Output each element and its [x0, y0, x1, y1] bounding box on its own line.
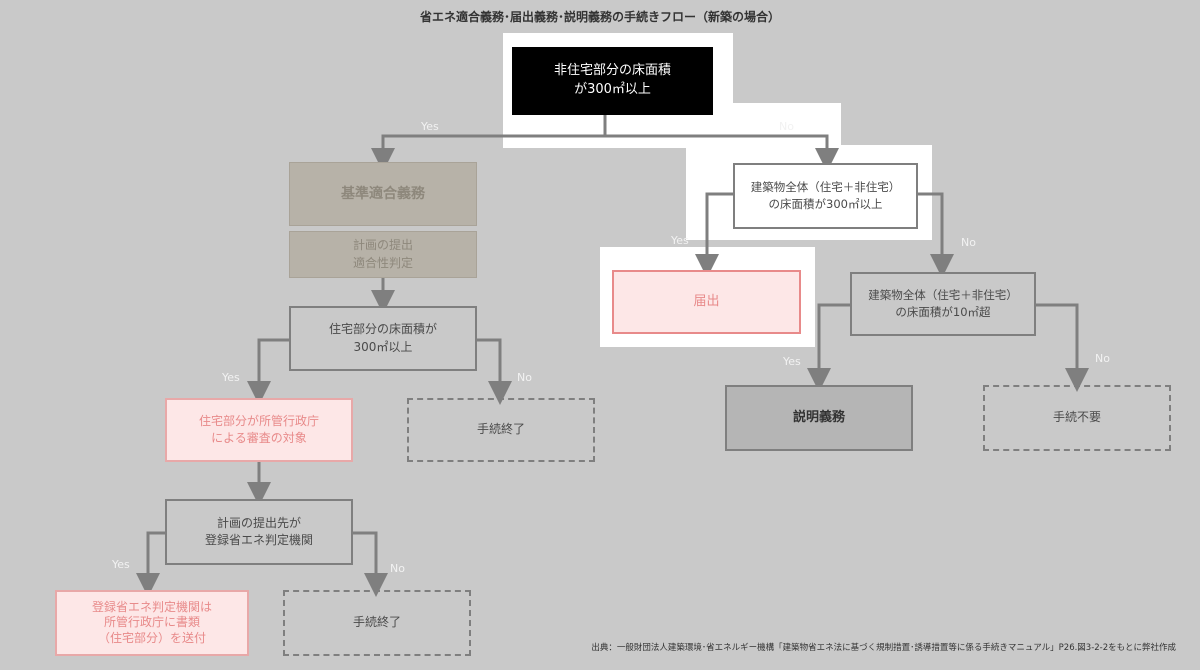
label-jutaku-no: No [517, 371, 532, 384]
node-end2: 手続終了 [283, 590, 471, 656]
highlight-panel-top-right [733, 103, 841, 148]
edge-start-no [605, 134, 839, 172]
node-kijun: 基準適合義務 [289, 162, 477, 226]
node-start: 非住宅部分の床面積 が300㎡以上 [512, 47, 713, 115]
node-soufu: 登録省エネ判定機関は 所管行政庁に書類 （住宅部分）を送付 [55, 590, 249, 656]
label-start-no: No [779, 120, 794, 133]
node-todokede: 届出 [612, 270, 801, 334]
label-teishutsu-no: No [390, 562, 405, 575]
edge-jutaku-yes [247, 338, 289, 405]
node-fuyou: 手続不要 [983, 385, 1171, 451]
label-zentai300-no: No [961, 236, 976, 249]
edge-zentai10-yes [807, 303, 850, 392]
node-setsumei: 説明義務 [725, 385, 913, 451]
edge-start-yes [371, 115, 607, 172]
node-shinsa: 住宅部分が所管行政庁 による審査の対象 [165, 398, 353, 462]
edge-jutaku-no [476, 338, 512, 405]
node-jutaku300: 住宅部分の床面積が 300㎡以上 [289, 306, 477, 371]
page-title: 省エネ適合義務･届出義務･説明義務の手続きフロー（新築の場合） [419, 10, 780, 24]
source-note: 出典：一般財団法人建築環境･省エネルギー機構「建築物省エネ法に基づく規制措置･誘… [591, 643, 1176, 653]
node-keikaku: 計画の提出 適合性判定 [289, 231, 477, 278]
node-teishutsusaki: 計画の提出先が 登録省エネ判定機関 [165, 499, 353, 565]
label-zentai10-yes: Yes [783, 355, 801, 368]
node-zentai300: 建築物全体（住宅＋非住宅） の床面積が300㎡以上 [733, 163, 918, 229]
node-zentai10: 建築物全体（住宅＋非住宅） の床面積が10㎡超 [850, 272, 1036, 336]
edge-teishutsu-no [352, 531, 388, 597]
edge-zentai300-no [918, 192, 954, 278]
label-jutaku-yes: Yes [222, 371, 240, 384]
label-zentai300-yes: Yes [671, 234, 689, 247]
edge-teishutsu-yes [136, 531, 165, 597]
edge-zentai10-no [1036, 303, 1089, 392]
label-start-yes: Yes [421, 120, 439, 133]
label-zentai10-no: No [1095, 352, 1110, 365]
edge-zentai300-yes [695, 192, 733, 278]
node-end1: 手続終了 [407, 398, 595, 462]
label-teishutsu-yes: Yes [112, 558, 130, 571]
